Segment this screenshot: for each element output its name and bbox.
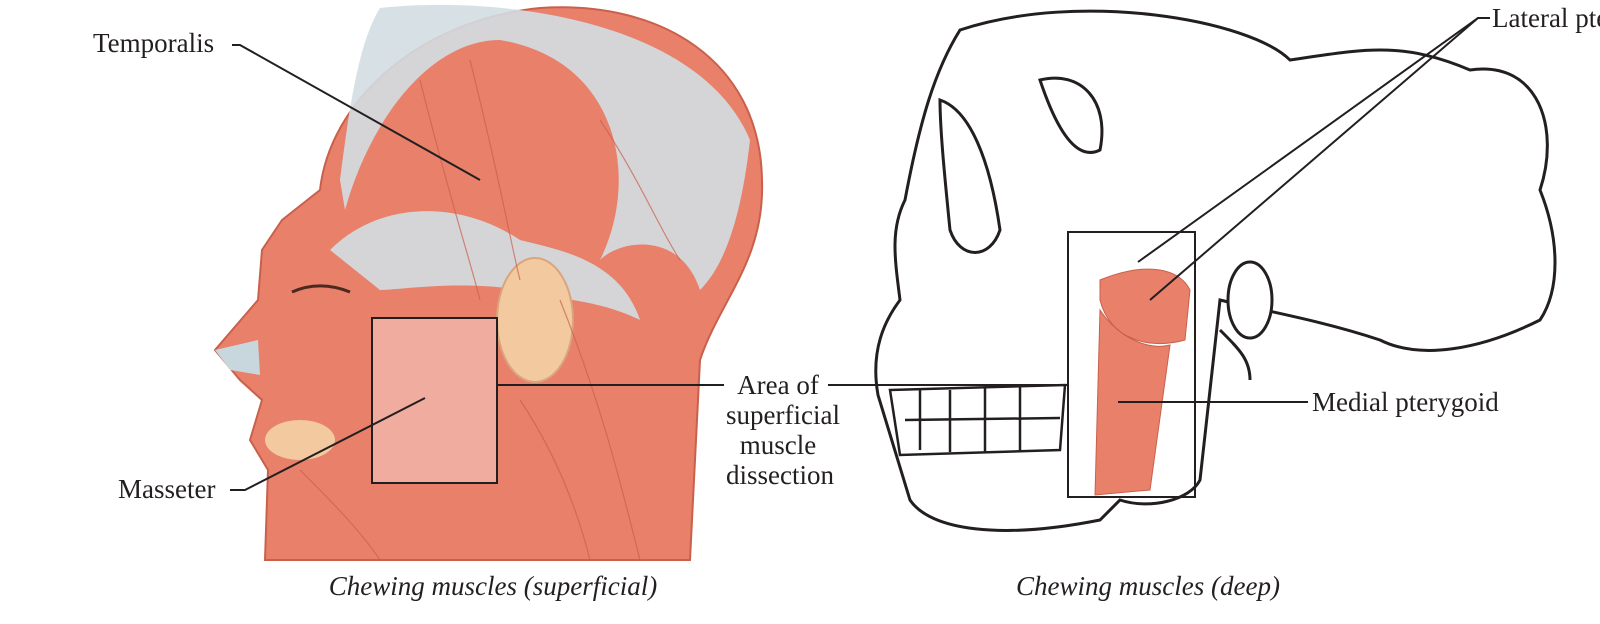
leader-lines — [230, 17, 1490, 491]
superficial-head-illustration — [213, 4, 764, 561]
superficial-dissection-box — [371, 317, 498, 484]
caption-superficial: Chewing muscles (superficial) — [328, 571, 658, 601]
deep-skull-illustration — [874, 9, 1557, 532]
label-area-line2: superficial — [726, 400, 840, 430]
lateral-pterygoid-muscle — [1099, 268, 1191, 345]
label-area-line4: dissection — [726, 460, 834, 490]
label-medial-pterygoid: Medial pterygoid — [1312, 387, 1499, 417]
label-masseter: Masseter — [118, 474, 216, 504]
label-area-of-superficial-dissection: Area of superficial muscle dissection — [726, 370, 840, 490]
caption-deep: Chewing muscles (deep) — [1016, 571, 1280, 601]
label-temporalis: Temporalis — [93, 28, 215, 58]
label-area-line3: muscle — [739, 430, 817, 460]
deep-dissection-box — [1067, 231, 1196, 498]
label-area-line1: Area of — [737, 370, 819, 400]
label-lateral-pterygoid: Lateral pterygoid — [1492, 3, 1600, 33]
